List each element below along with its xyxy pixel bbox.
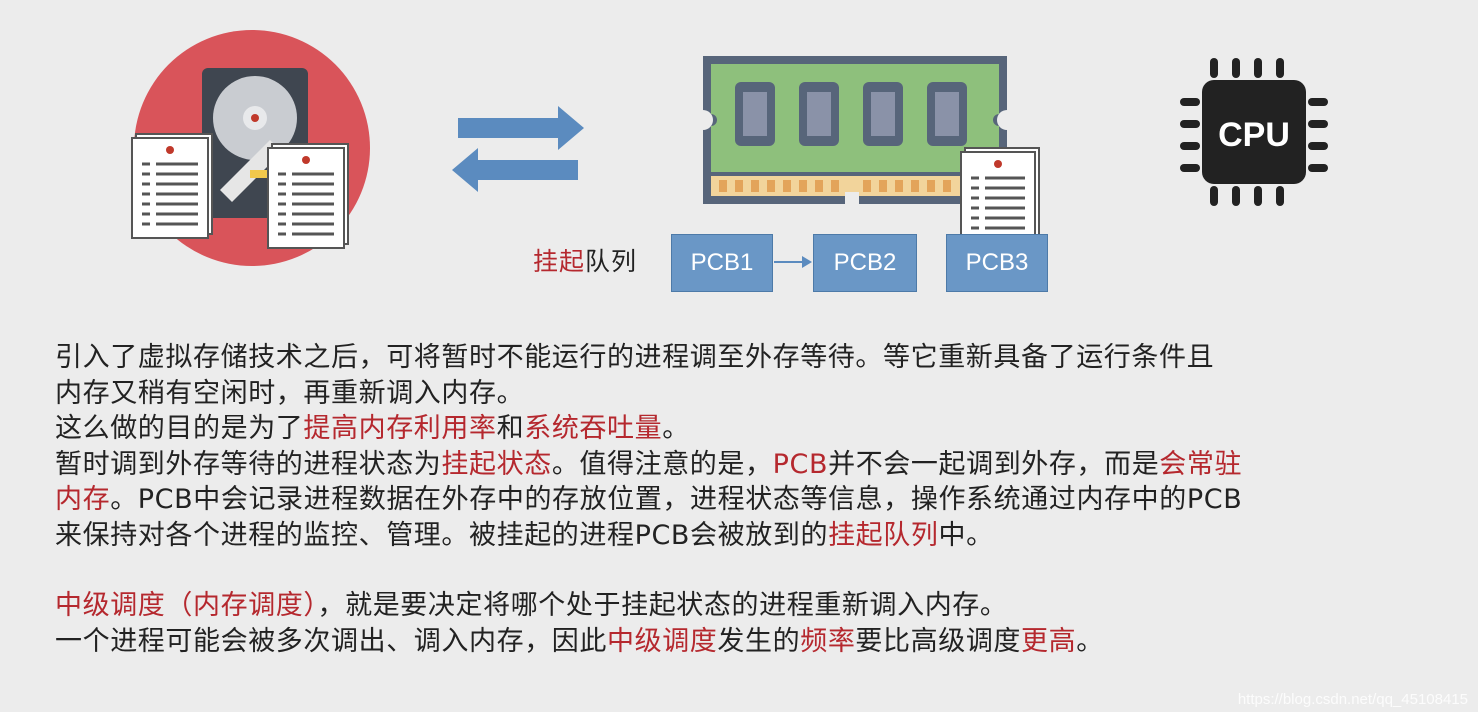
text-line: 一个进程可能会被多次调出、调入内存，因此中级调度发生的频率要比高级调度更高。 bbox=[55, 625, 1104, 657]
text-line: 引入了虚拟存储技术之后，可将暂时不能运行的进程调至外存等待。等它重新具备了运行条… bbox=[55, 342, 1215, 373]
document-icon bbox=[960, 147, 1040, 246]
text-line: 中级调度（内存调度），就是要决定将哪个处于挂起状态的进程重新调入内存。 bbox=[55, 590, 1008, 621]
watermark: https://blog.csdn.net/qq_45108415 bbox=[1237, 691, 1468, 708]
pcb-box-2: PCB2 bbox=[813, 234, 917, 292]
queue-arrow-icon bbox=[774, 256, 812, 268]
text-line: 暂时调到外存等待的进程状态为挂起状态。值得注意的是，PCB并不会一起调到外存，而… bbox=[55, 448, 1243, 480]
explanation-text: 引入了虚拟存储技术之后，可将暂时不能运行的进程调至外存等待。等它重新具备了运行条… bbox=[55, 340, 1455, 659]
document-icon bbox=[267, 143, 349, 249]
swap-arrows-icon bbox=[452, 106, 584, 192]
text-line: 这么做的目的是为了提高内存利用率和系统吞吐量。 bbox=[55, 413, 690, 444]
pcb-box-1: PCB1 bbox=[671, 234, 773, 292]
cpu-label: CPU bbox=[1218, 116, 1290, 154]
suspend-queue-label: 挂起队列 bbox=[533, 247, 638, 276]
text-line: 内存又稍有空闲时，再重新调入内存。 bbox=[55, 377, 525, 409]
cpu-icon: CPU bbox=[1180, 58, 1328, 206]
pcb-box-3: PCB3 bbox=[946, 234, 1048, 292]
memory-module-icon bbox=[703, 56, 1007, 206]
text-line: 来保持对各个进程的监控、管理。被挂起的进程PCB会被放到的挂起队列中。 bbox=[55, 519, 994, 551]
text-line: 内存。PCB中会记录进程数据在外存中的存放位置，进程状态等信息，操作系统通过内存… bbox=[55, 484, 1243, 515]
document-icon bbox=[131, 133, 213, 239]
hard-disk-icon bbox=[131, 30, 370, 266]
